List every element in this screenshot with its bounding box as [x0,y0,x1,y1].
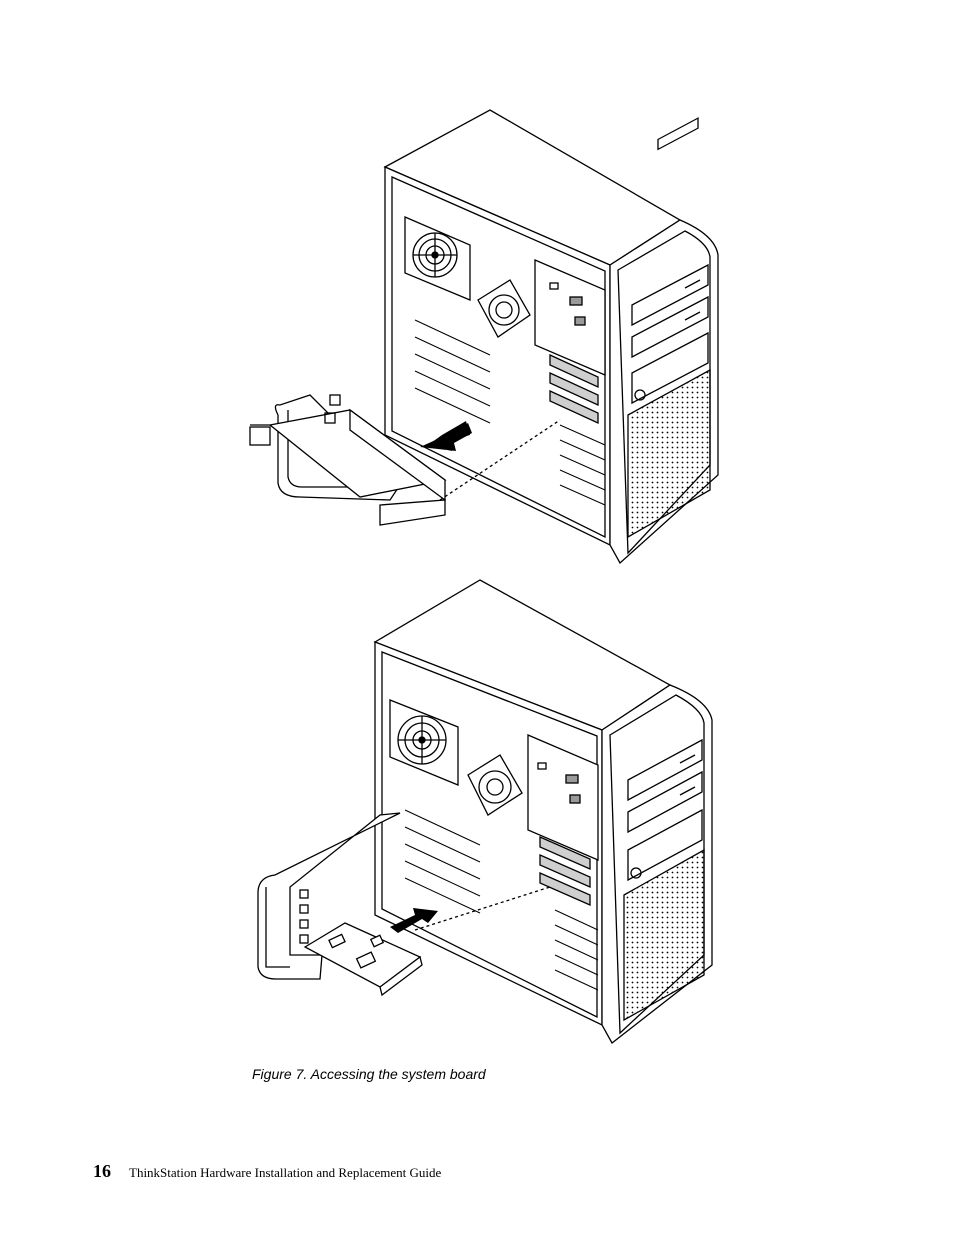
page-footer: 16 ThinkStation Hardware Installation an… [93,1161,441,1182]
figure-illustration-bottom [230,575,730,1060]
guide-title: ThinkStation Hardware Installation and R… [129,1165,442,1180]
figure-caption: Figure 7. Accessing the system board [252,1066,486,1082]
page-number: 16 [93,1161,111,1181]
computer-tower-illustration [249,109,719,565]
computer-tower-illustration [257,579,713,1044]
figure-illustration-top [230,105,730,575]
removal-direction-arrow-icon [390,908,438,933]
